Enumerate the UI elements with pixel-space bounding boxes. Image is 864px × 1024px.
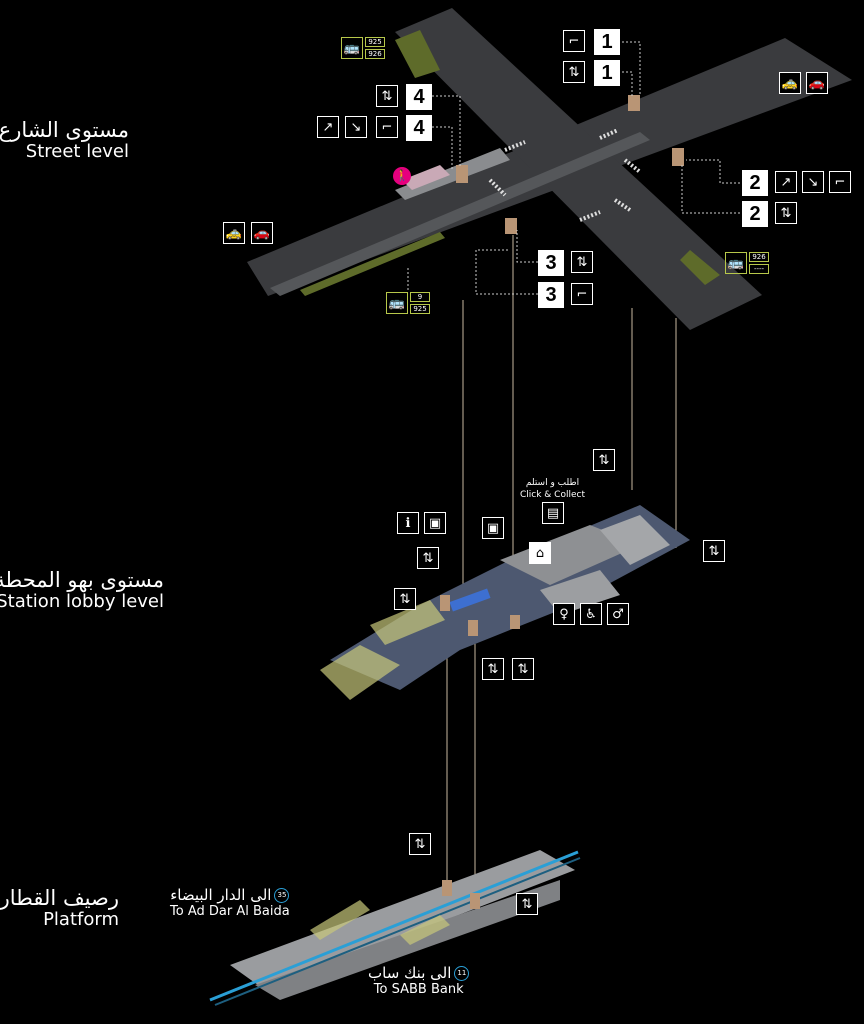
bus-route: ---- [749,264,769,274]
elevator-icon: ⇅ [703,540,725,562]
level-label-lobby: مستوى بهو المحطة Station lobby level [0,568,164,613]
platform-body [230,850,575,990]
escalator-down-icon: ↘ [802,171,824,193]
bus-icon: 🚌 [725,252,747,274]
pedestrian-dropoff-icon: 🚶 [393,167,411,185]
car-dropoff-icon: 🚗 [806,72,828,94]
lobby-block [500,525,640,585]
level-label-street: مستوى الشارع Street level [0,118,129,163]
level-label-ar: مستوى الشارع [0,118,129,142]
leader-lines [407,41,740,295]
entrance-number: 2 [742,201,768,227]
bus-route: 925 [365,37,385,47]
platform-walkway [400,915,450,945]
level-label-ar: مستوى بهو المحطة [0,568,164,592]
direction-en: To SABB Bank [373,982,464,997]
car-dropoff-icon: 🚗 [251,222,273,244]
median [270,132,650,296]
level-label-en: Platform [43,909,119,931]
direction-en: To Ad Dar Al Baida [170,904,290,919]
bus-route: 925 [410,304,430,314]
elevator-icon: ⇅ [571,251,593,273]
click-collect-label: اطلب و استلم Click & Collect [520,478,585,501]
track [209,850,579,1002]
elevator-icon: ⇅ [593,449,615,471]
lobby-gates [449,588,491,612]
direction-ar: الى الدار البيضاء [170,886,272,904]
entrance-number: 1 [594,60,620,86]
elevator-icon: ⇅ [775,202,797,224]
escalator-up-icon: ↗ [775,171,797,193]
stairs-icon: ⌐ [376,116,398,138]
green-strip [300,232,445,296]
bus-stop: 🚌 9 925 [386,292,430,314]
level-label-platform: رصيف القطار Platform [0,886,119,931]
accessible-restroom-icon: ♿ [580,603,602,625]
taxi-icon: 🚕 [779,72,801,94]
elevator-icon: ⇅ [563,61,585,83]
bus-route: 926 [365,49,385,59]
elevator-icon: ⇅ [482,658,504,680]
men-restroom-icon: ♂ [607,603,629,625]
level-label-ar: رصيف القطار [0,886,119,910]
green-strip [680,250,720,285]
level-label-en: Station lobby level [0,591,164,613]
entrance-number: 4 [406,115,432,141]
ticket-machine-icon: ▣ [424,512,446,534]
click-collect-ar: اطلب و استلم [525,478,580,488]
lobby-walkway [320,645,400,700]
bus-stop: 🚌 925 926 [341,37,385,59]
elevator-icon: ⇅ [376,85,398,107]
lobby-walkway [370,600,445,645]
elevator-icon: ⇅ [394,588,416,610]
stairs-icon: ⌐ [829,171,851,193]
entrance-number: 3 [538,250,564,276]
stairs-icon: ⌐ [571,283,593,305]
click-collect-locker-icon: ▤ [542,502,564,524]
elevator-icon: ⇅ [417,547,439,569]
stairs-icon: ⌐ [563,30,585,52]
bus-icon: 🚌 [341,37,363,59]
green-strip [395,30,440,78]
sidewalk [395,148,510,200]
escalator-up-icon: ↗ [317,116,339,138]
bus-stop: 🚌 926 ---- [725,252,769,274]
bus-icon: 🚌 [386,292,408,314]
women-restroom-icon: ♀ [553,603,575,625]
service-counter-icon: ⌂ [529,542,551,564]
entrance-number: 2 [742,170,768,196]
platform-vertical-cores [442,880,480,909]
elevator-icon: ⇅ [409,833,431,855]
line-badge: 11 [454,966,470,981]
entrance-structures [456,95,684,234]
level-label-en: Street level [25,141,129,163]
taxi-icon: 🚕 [223,222,245,244]
line-badge: 35 [274,888,290,903]
ticket-machine-icon: ▣ [482,517,504,539]
lobby-vertical-cores [440,595,520,636]
track [214,857,581,1006]
escalator-down-icon: ↘ [345,116,367,138]
bus-route: 926 [749,252,769,262]
platform-walkway [310,900,370,940]
bus-route: 9 [410,292,430,302]
entrance-number: 1 [594,29,620,55]
entrance-number: 3 [538,282,564,308]
elevator-icon: ⇅ [512,658,534,680]
click-collect-en: Click & Collect [520,489,585,500]
entrance-number: 4 [406,84,432,110]
crosswalks [488,128,642,222]
elevator-icon: ⇅ [516,893,538,915]
dropoff-area [402,165,450,190]
lobby-block [600,515,670,565]
direction-ar: الى بنك ساب [368,964,452,982]
info-icon: ℹ [397,512,419,534]
